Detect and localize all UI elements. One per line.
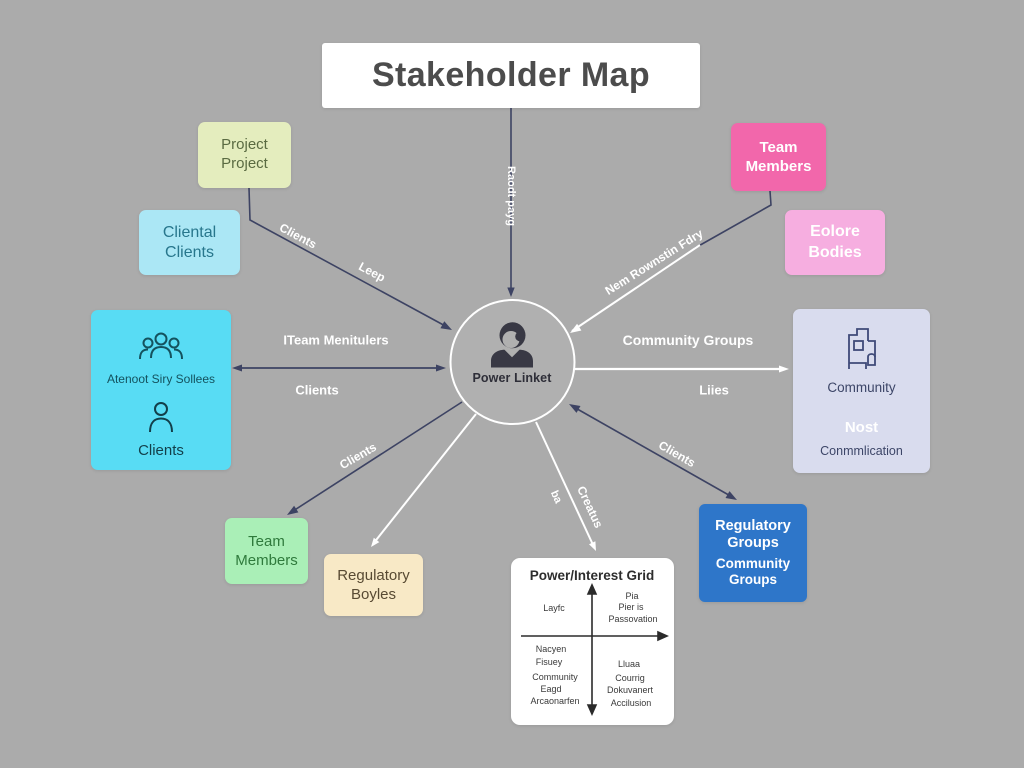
svg-text:Layfc: Layfc [543, 603, 565, 613]
svg-text:Lluaa: Lluaa [618, 659, 640, 669]
svg-text:Passovation: Passovation [608, 614, 657, 624]
svg-text:Pier is: Pier is [618, 602, 644, 612]
svg-text:Pia: Pia [625, 591, 638, 601]
svg-text:Accilusion: Accilusion [611, 698, 652, 708]
svg-text:Eagd: Eagd [540, 684, 561, 694]
svg-text:Fisuey: Fisuey [536, 657, 563, 667]
svg-text:Power/Interest Grid: Power/Interest Grid [530, 568, 655, 583]
svg-text:Nacyen: Nacyen [536, 644, 567, 654]
svg-text:Arcaonarfen: Arcaonarfen [530, 696, 579, 706]
svg-text:Community: Community [532, 672, 578, 682]
svg-text:Dokuvanert: Dokuvanert [607, 685, 654, 695]
svg-text:Courrig: Courrig [615, 673, 645, 683]
